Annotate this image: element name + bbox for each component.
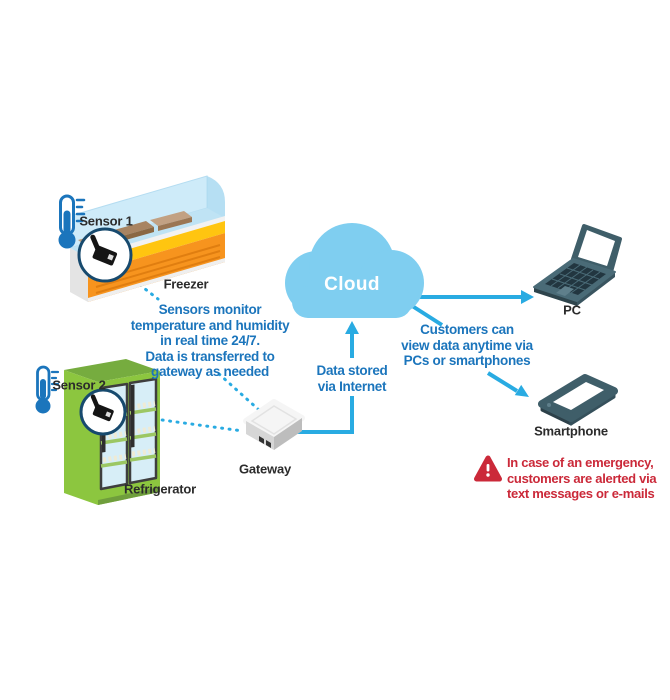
pc-label: PC [563,302,581,318]
thermometer-icon-sensor2 [35,365,60,414]
sensor2-device-icon [79,388,127,436]
freezer-label: Freezer [163,276,209,292]
emergency-alert-note: In case of an emergency, customers are a… [507,455,657,502]
customers-note: Customers can view data anytime via PCs … [401,322,533,369]
warning-triangle-icon [474,455,502,482]
note-line: Data stored [316,363,388,378]
refrigerator-label: Refrigerator [123,481,197,497]
dotted-link-sensor2-gateway [123,413,245,433]
note-line: Data is transferred to [145,348,275,364]
note-line: Customers can [420,322,514,337]
smartphone-label: Smartphone [534,423,608,439]
note-line: Sensors monitor [158,302,262,317]
alert-line: In case of an emergency, [507,455,654,470]
gateway-illustration [243,399,305,450]
laptop-illustration [533,224,622,306]
note-line: view data anytime via [401,337,533,353]
alert-line: text messages or e-mails [507,486,655,501]
note-line: via Internet [317,378,387,394]
arrow-gateway-to-cloud [296,321,359,434]
note-line: PCs or smartphones [403,353,531,368]
cloud-label: Cloud [324,274,380,295]
note-line: gateway as needed [151,364,269,379]
gateway-label: Gateway [238,461,292,477]
data-stored-note: Data stored via Internet [317,363,388,394]
alert-line: customers are alerted via [507,470,657,486]
note-line: temperature and humidity [130,317,290,333]
sensor1-device-icon [77,227,133,283]
thermometer-icon-sensor1 [58,194,86,249]
smartphone-illustration [538,374,618,426]
sensors-monitor-note: Sensors monitor temperature and humidity… [131,302,290,380]
arrow-cloud-to-pc [418,290,534,304]
sensor1-label: Sensor 1 [79,213,133,229]
cloud-shape [285,223,424,318]
sensor2-label: Sensor 2 [52,377,106,393]
note-line: in real time 24/7. [160,333,260,348]
